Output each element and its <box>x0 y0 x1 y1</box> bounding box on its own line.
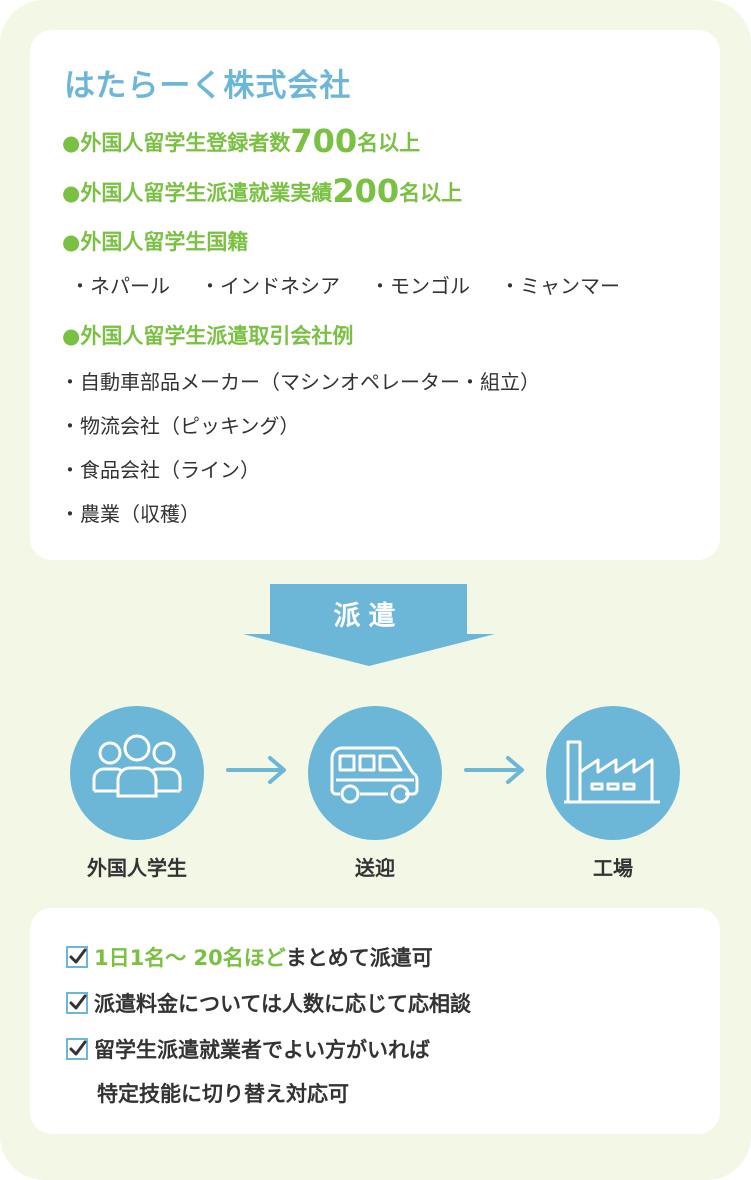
checkbox-icon <box>66 1038 88 1060</box>
client-item: ・農業（収穫） <box>60 502 200 526</box>
nationality-heading: ●外国人留学生国籍 <box>62 230 249 254</box>
country-list: ・ネパール ・インドネシア ・モンゴル ・ミャンマー <box>70 270 650 299</box>
client-item: ・物流会社（ピッキング） <box>60 414 300 438</box>
benefit-item: 1日1名～ 20名ほどまとめて派遣可 <box>66 942 433 972</box>
factory-circle <box>546 706 680 840</box>
registered-stat-label: ●外国人留学生登録者数 <box>62 131 291 155</box>
factory-icon <box>564 740 660 804</box>
dispatch-label: 派遣 <box>333 601 404 632</box>
client-item: ・食品会社（ライン） <box>60 458 260 482</box>
registered-stat-number: 700 <box>290 122 358 160</box>
shuttle-circle <box>308 706 442 840</box>
benefit-text: まとめて派遣可 <box>285 946 433 970</box>
registered-stat: ●外国人留学生登録者数700名以上 <box>62 122 420 160</box>
benefit-item: 留学生派遣就業者でよい方がいれば <box>66 1034 430 1064</box>
benefit-text: 派遣料金については人数に応じて応相談 <box>94 992 471 1016</box>
benefit-item: 派遣料金については人数に応じて応相談 <box>66 988 471 1018</box>
dispatch-stat: ●外国人留学生派遣就業実績200名以上 <box>62 172 462 210</box>
benefit-text-continued: 特定技能に切り替え対応可 <box>97 1082 349 1106</box>
benefit-highlight: 1日1名～ 20名ほど <box>94 946 286 970</box>
country-item: ・インドネシア <box>200 274 340 298</box>
arrow-right-icon <box>464 756 524 784</box>
benefit-text: 留学生派遣就業者でよい方がいれば <box>94 1038 430 1062</box>
benefits-card: 1日1名～ 20名ほどまとめて派遣可 派遣料金については人数に応じて応相談 留学… <box>30 908 720 1134</box>
people-icon <box>92 734 182 798</box>
registered-stat-suffix: 名以上 <box>357 131 421 155</box>
clients-heading: ●外国人留学生派遣取引会社例 <box>62 324 354 348</box>
company-name: はたらーく株式会社 <box>64 68 352 104</box>
dispatch-stat-label: ●外国人留学生派遣就業実績 <box>62 181 333 205</box>
dispatch-arrow-tip <box>243 634 495 666</box>
country-item: ・ミャンマー <box>500 274 620 298</box>
students-caption: 外国人学生 <box>87 856 187 880</box>
company-info-card: はたらーく株式会社 ●外国人留学生登録者数700名以上 ●外国人留学生派遣就業実… <box>30 30 720 560</box>
client-item: ・自動車部品メーカー（マシンオペレーター・組立） <box>60 370 540 394</box>
country-item: ・ネパール <box>70 274 170 298</box>
van-icon <box>330 746 419 804</box>
shuttle-caption: 送迎 <box>355 856 395 880</box>
checkbox-icon <box>66 992 88 1014</box>
arrow-right-icon <box>226 756 286 784</box>
dispatch-stat-number: 200 <box>332 172 400 210</box>
dispatch-stat-suffix: 名以上 <box>399 181 463 205</box>
checkbox-icon <box>66 946 88 968</box>
students-circle <box>70 706 204 840</box>
dispatch-arrow <box>270 584 467 634</box>
country-item: ・モンゴル <box>370 274 470 298</box>
factory-caption: 工場 <box>593 856 633 880</box>
